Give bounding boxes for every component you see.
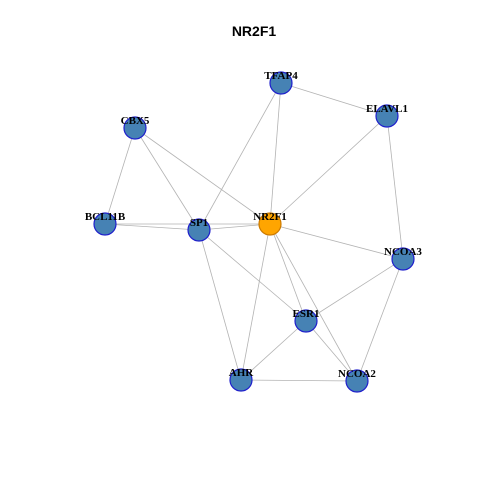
- edge-nr2f1-ahr: [240, 223, 271, 381]
- node-label-esr1: ESR1: [293, 308, 320, 320]
- node-circle-ncoa3: [391, 247, 415, 271]
- node-elavl1: ELAVL1: [366, 103, 408, 128]
- node-cbx5: CBX5: [121, 115, 150, 140]
- edge-elavl1-ncoa3: [386, 115, 404, 260]
- node-circle-ahr: [229, 368, 253, 392]
- edge-ahr-ncoa2: [240, 379, 358, 382]
- node-label-ahr: AHR: [229, 367, 255, 379]
- edge-tfap4-elavl1: [280, 82, 388, 117]
- node-label-bcl11b: BCL11B: [85, 211, 126, 223]
- edge-nr2f1-esr1: [269, 223, 307, 322]
- node-circle-elavl1: [375, 104, 399, 128]
- node-nr2f1: NR2F1: [253, 211, 287, 236]
- node-ahr: AHR: [229, 367, 255, 392]
- edge-sp1-ahr: [198, 229, 242, 381]
- node-circle-esr1: [294, 309, 318, 333]
- node-label-ncoa2: NCOA2: [338, 368, 376, 380]
- node-esr1: ESR1: [293, 308, 320, 333]
- edge-nr2f1-ncoa2: [269, 223, 358, 382]
- edge-cbx5-nr2f1: [134, 127, 271, 225]
- node-circle-tfap4: [269, 71, 293, 95]
- node-circle-bcl11b: [93, 212, 117, 236]
- edge-cbx5-sp1: [134, 127, 200, 231]
- node-label-sp1: SP1: [190, 217, 208, 229]
- edge-ncoa3-esr1: [305, 258, 404, 322]
- edge-ncoa3-ncoa2: [356, 258, 404, 382]
- node-label-tfap4: TFAP4: [264, 70, 298, 82]
- graph-title: NR2F1: [232, 23, 277, 39]
- node-circle-cbx5: [123, 116, 147, 140]
- node-label-cbx5: CBX5: [121, 115, 150, 127]
- edges-layer: [104, 82, 404, 382]
- edge-elavl1-nr2f1: [269, 115, 388, 225]
- node-label-elavl1: ELAVL1: [366, 103, 408, 115]
- edge-tfap4-sp1: [198, 82, 282, 231]
- node-bcl11b: BCL11B: [85, 211, 126, 236]
- node-ncoa3: NCOA3: [384, 246, 422, 271]
- node-sp1: SP1: [187, 217, 211, 242]
- node-label-ncoa3: NCOA3: [384, 246, 422, 258]
- node-circle-sp1: [187, 218, 211, 242]
- node-label-nr2f1: NR2F1: [253, 211, 287, 223]
- node-ncoa2: NCOA2: [338, 368, 376, 393]
- edge-tfap4-nr2f1: [269, 82, 282, 225]
- edge-bcl11b-sp1: [104, 223, 200, 231]
- edge-sp1-esr1: [198, 229, 307, 322]
- edge-sp1-nr2f1: [198, 223, 271, 231]
- edge-cbx5-bcl11b: [104, 127, 136, 225]
- node-circle-ncoa2: [345, 369, 369, 393]
- node-tfap4: TFAP4: [264, 70, 298, 95]
- edge-nr2f1-ncoa3: [269, 223, 404, 260]
- edge-esr1-ncoa2: [305, 320, 358, 382]
- node-circle-nr2f1: [258, 212, 282, 236]
- edge-esr1-ahr: [240, 320, 307, 381]
